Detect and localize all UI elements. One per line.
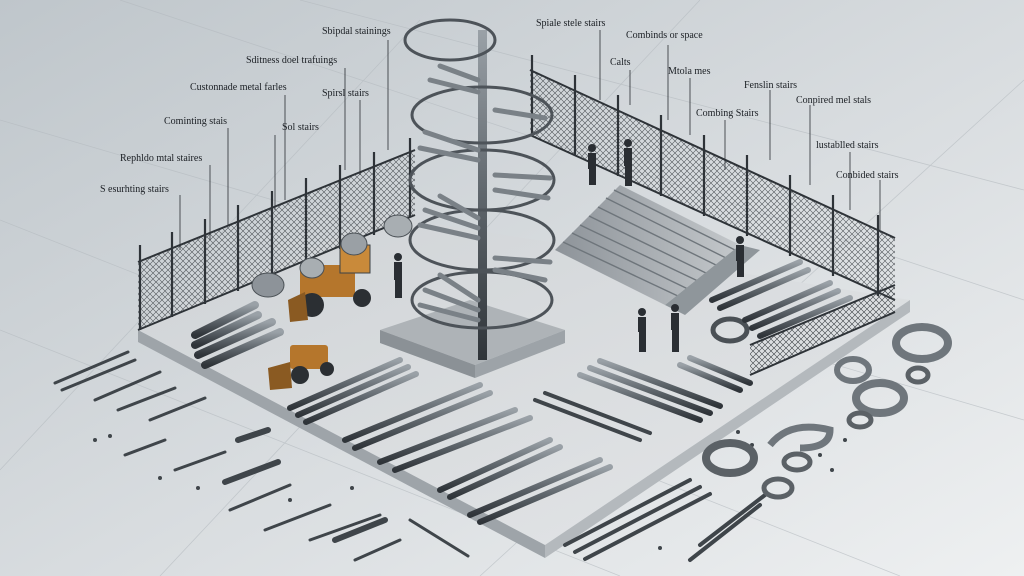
- callout-spiale-stele-stairs: Spiale stele stairs: [536, 18, 606, 29]
- front-fence: [749, 284, 896, 376]
- callout-stiness-doel-trafuings: Sditness doel trafuings: [246, 55, 338, 66]
- metal-coils: [251, 214, 750, 344]
- loose-rods: [53, 350, 767, 562]
- small-tractor: [268, 345, 334, 390]
- steel-bar-bundles: [191, 259, 853, 525]
- loose-fasteners: [93, 430, 847, 550]
- callout-lustablled-stairs: lustablled stairs: [816, 140, 879, 151]
- callout-fenslin-stairs: Fenslin stairs: [744, 80, 798, 91]
- callout-combing-stairs: Combing Stairs: [696, 108, 759, 119]
- callout-leaders: [179, 30, 881, 250]
- callout-conbided-stairs: Conbided stairs: [836, 170, 899, 181]
- straight-stairs: [555, 185, 760, 315]
- workers: [394, 139, 744, 352]
- callout-spirsl-stairs: Spirsl stairs: [322, 88, 369, 99]
- callout-spiral-stainings: Sbipdal stainings: [322, 26, 391, 37]
- callout-combinds-or-space: Combinds or space: [626, 30, 703, 41]
- callout-mtola-mes: Mtola mes: [668, 66, 711, 77]
- spiral-staircase: [380, 18, 565, 378]
- callout-conpired-mel-stals: Conpired mel stals: [796, 95, 871, 106]
- steel-rings: [702, 323, 952, 500]
- callout-rephldo-mtal-staires: Rephldo mtal staires: [120, 153, 203, 164]
- callout-customade-metal-farles: Custonnade metal farles: [190, 82, 287, 93]
- callout-calts: Calts: [610, 57, 631, 68]
- left-fence: [137, 138, 416, 331]
- callout-sol-stairs: Sol stairs: [282, 122, 319, 133]
- callout-comunting-stais: Cominting stais: [164, 116, 228, 127]
- callout-seruthing-stairs: S esurhting stairs: [100, 184, 169, 195]
